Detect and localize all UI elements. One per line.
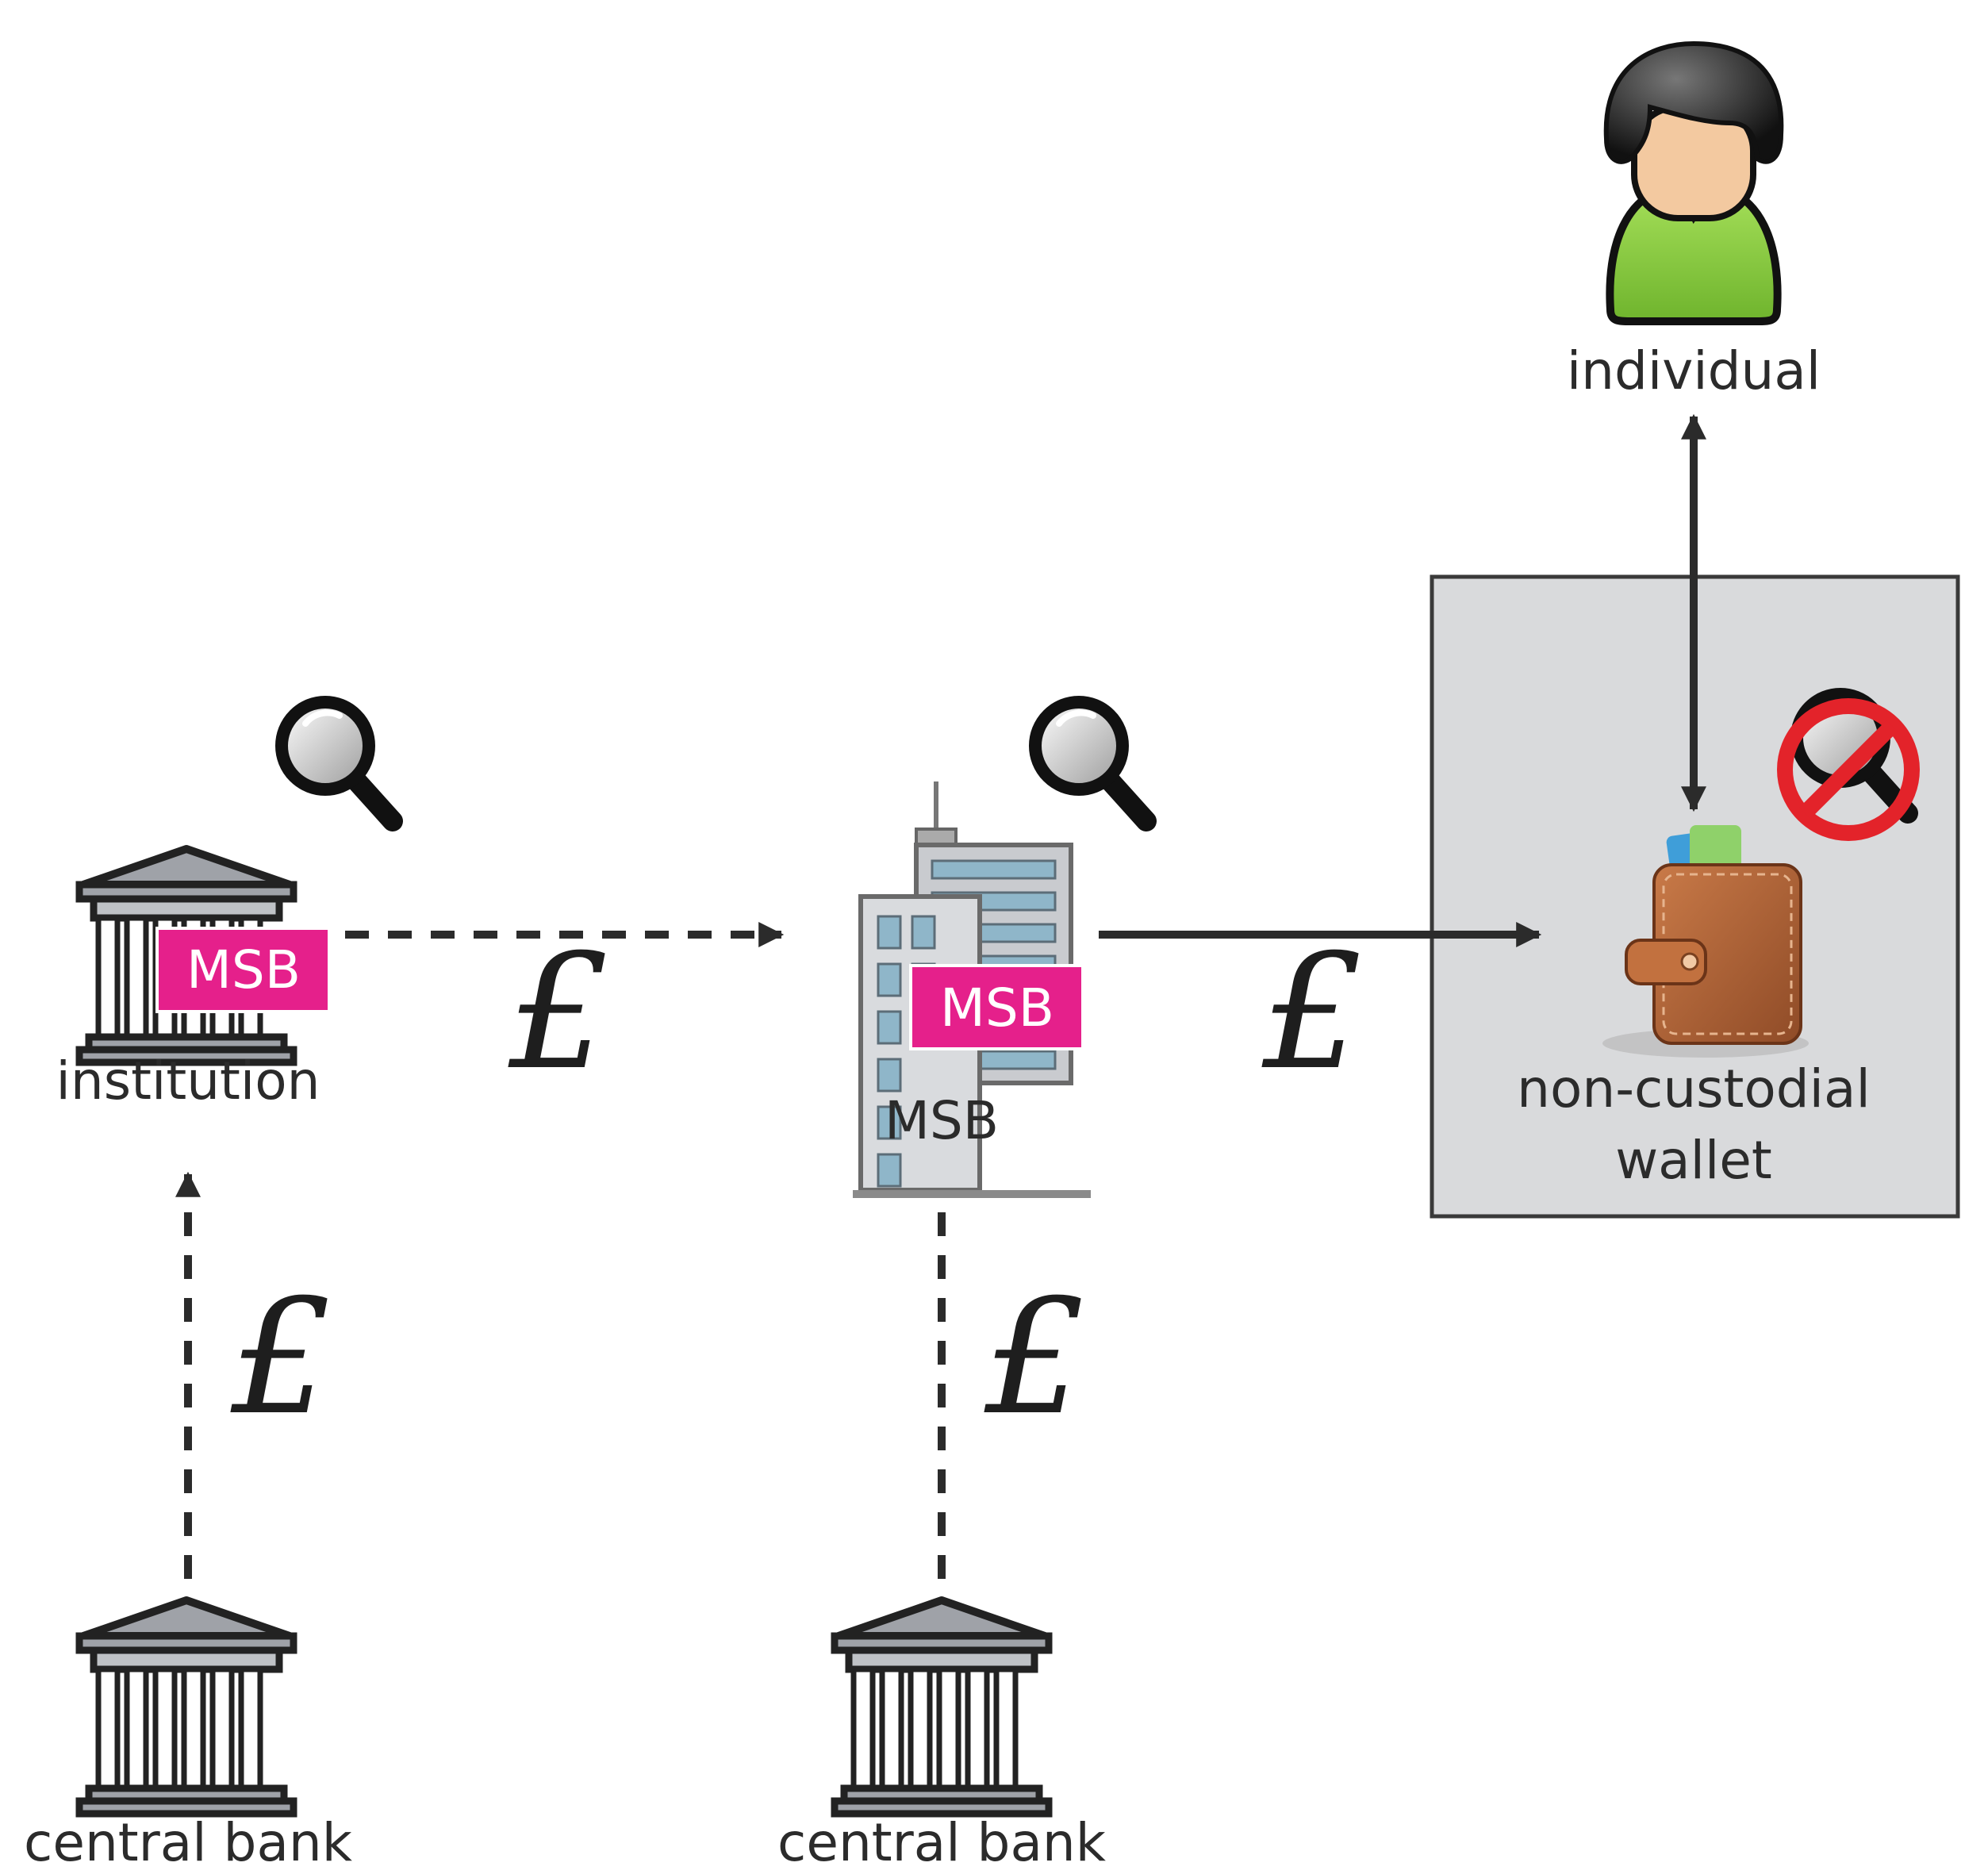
wallet-label-line2: wallet — [1615, 1130, 1772, 1191]
bank-building-icon — [75, 845, 297, 1066]
no-surveillance-icon — [1777, 688, 1920, 841]
wallet-icon — [1602, 825, 1809, 1058]
magnifier-icon — [1029, 696, 1157, 831]
pound-sign-central-bank-to-msb: £ — [984, 1265, 1085, 1450]
bank-building-icon — [75, 1596, 297, 1818]
pound-sign-central-bank-to-institution: £ — [230, 1265, 332, 1450]
central-bank-label-left: central bank — [24, 1812, 353, 1873]
magnifier-icon — [275, 696, 403, 831]
institution-msb-badge — [155, 927, 331, 1013]
bank-building-icon — [831, 1596, 1053, 1818]
pound-sign-institution-to-msb: £ — [508, 920, 609, 1105]
msb-label: MSB — [885, 1090, 999, 1151]
wallet-label-line1: non-custodial — [1517, 1058, 1871, 1119]
person-icon — [1603, 40, 1784, 325]
individual-label: individual — [1567, 340, 1821, 401]
central-bank-label-right: central bank — [777, 1812, 1107, 1873]
pound-sign-msb-to-wallet: £ — [1261, 920, 1363, 1105]
msb-badge — [909, 964, 1084, 1050]
institution-label: institution — [56, 1050, 320, 1112]
institution-msb-badge-text: MSB — [186, 939, 301, 1000]
msb-badge-text: MSB — [940, 977, 1054, 1039]
